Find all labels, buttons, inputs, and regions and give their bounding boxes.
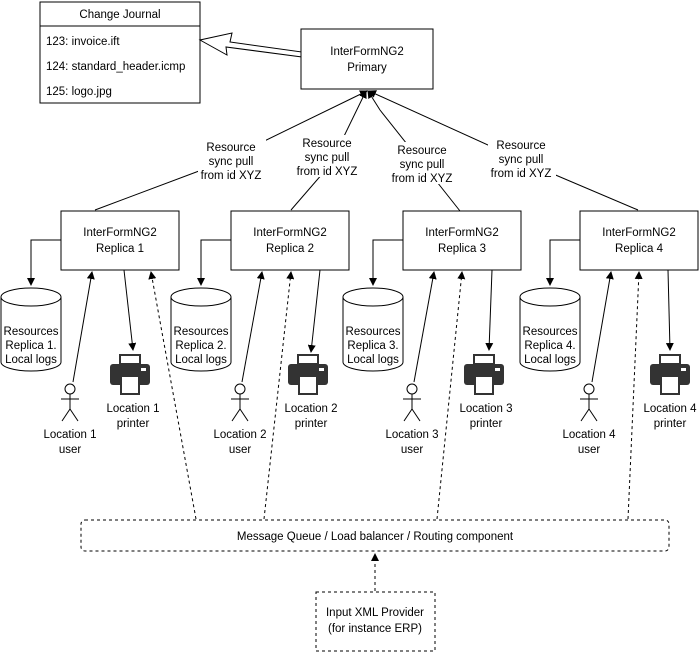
database-label: Resources	[523, 326, 578, 338]
sync-label-text: from id XYZ	[297, 166, 358, 178]
database-label: Resources	[174, 326, 229, 338]
sync-label-3: Resource sync pull from id XYZ	[388, 142, 456, 185]
replica-group-3: InterFormNG2 Replica 3	[402, 210, 522, 271]
printer-label: printer	[295, 418, 328, 430]
user-label: Location 4	[562, 429, 616, 441]
user-icon	[580, 383, 598, 422]
user-label: Location 3	[385, 429, 438, 441]
user-icon	[231, 383, 249, 422]
sync-label-text: sync pull	[305, 152, 350, 164]
replica-title: InterFormNG2	[83, 227, 157, 239]
printer-label: Location 4	[643, 403, 697, 415]
sync-label-text: Resource	[397, 145, 446, 157]
database-1: Resources Replica 1. Local logs	[0, 287, 62, 372]
sync-label-text: sync pull	[499, 154, 544, 166]
database-label: Local logs	[5, 354, 57, 366]
primary-node: InterFormNG2 Primary	[300, 28, 434, 90]
sync-pull-lines	[94, 90, 639, 212]
provider-subtitle: (for instance ERP)	[328, 623, 422, 635]
user-label: user	[401, 444, 424, 456]
sync-label-2: Resource sync pull from id XYZ	[294, 135, 362, 178]
user-replica-connectors	[72, 271, 614, 383]
printer-label: printer	[117, 418, 150, 430]
printer-label: printer	[470, 418, 503, 430]
database-label: Resources	[346, 326, 401, 338]
user-icon	[61, 383, 79, 422]
replica-title: InterFormNG2	[253, 227, 327, 239]
printer-icon	[110, 354, 150, 395]
primary-subtitle: Primary	[347, 62, 387, 74]
replica-subtitle: Replica 1	[96, 243, 144, 255]
database-label: Local logs	[175, 354, 227, 366]
journal-write-arrow	[198, 32, 303, 58]
replica-title: InterFormNG2	[602, 227, 676, 239]
replica-db-connectors	[27, 239, 580, 286]
database-2: Resources Replica 2. Local logs	[170, 287, 232, 372]
replica-group-4: InterFormNG2 Replica 4	[579, 210, 699, 271]
user-label: Location 1	[43, 429, 96, 441]
replica-node	[230, 210, 350, 271]
database-label: Local logs	[347, 354, 399, 366]
printer-label: Location 2	[284, 403, 337, 415]
replica-group-1: InterFormNG2 Replica 1	[60, 210, 180, 271]
sync-label-4: Resource sync pull from id XYZ	[488, 137, 556, 180]
database-label: Replica 2.	[175, 340, 226, 352]
user-label: user	[578, 444, 601, 456]
provider-title: Input XML Provider	[326, 607, 424, 619]
replica-node	[579, 210, 699, 271]
printer-label: Location 1	[106, 403, 159, 415]
change-journal-title: Change Journal	[79, 9, 160, 21]
printer-label: printer	[654, 418, 687, 430]
database-4: Resources Replica 4. Local logs	[519, 287, 581, 372]
primary-title: InterFormNG2	[330, 46, 404, 58]
message-queue: Message Queue / Load balancer / Routing …	[80, 519, 670, 552]
sync-label-text: Resource	[302, 138, 351, 150]
sync-label-text: sync pull	[400, 159, 445, 171]
user-label: user	[59, 444, 82, 456]
replica-title: InterFormNG2	[425, 227, 499, 239]
queue-routing-lines	[148, 271, 643, 520]
user-label: user	[229, 444, 252, 456]
sync-label-text: from id XYZ	[491, 168, 552, 180]
database-label: Replica 1.	[5, 340, 56, 352]
database-label: Resources	[4, 326, 59, 338]
sync-label-text: from id XYZ	[201, 170, 262, 182]
sync-label-text: sync pull	[209, 156, 254, 168]
database-label: Replica 3.	[347, 340, 398, 352]
user-icon	[403, 383, 421, 422]
replica-node	[60, 210, 180, 271]
printer-icon	[288, 354, 328, 395]
database-3: Resources Replica 3. Local logs	[342, 287, 404, 372]
sync-label-text: Resource	[496, 140, 545, 152]
replica-node	[402, 210, 522, 271]
replica-subtitle: Replica 4	[615, 243, 664, 255]
input-xml-provider: Input XML Provider (for instance ERP)	[315, 591, 436, 652]
journal-entry: 124: standard_header.icmp	[46, 61, 185, 73]
replica-subtitle: Replica 2	[266, 243, 314, 255]
sync-label-1: Resource sync pull from id XYZ	[198, 138, 266, 182]
journal-entry: 123: invoice.ift	[46, 36, 120, 48]
journal-entry: 125: logo.jpg	[46, 86, 112, 98]
replica-group-2: InterFormNG2 Replica 2	[230, 210, 350, 271]
printer-icon	[650, 354, 690, 395]
replica-subtitle: Replica 3	[438, 243, 486, 255]
printer-label: Location 3	[459, 403, 512, 415]
replica-printer-connectors	[123, 269, 674, 353]
database-label: Replica 4.	[524, 340, 575, 352]
user-label: Location 2	[213, 429, 266, 441]
message-queue-label: Message Queue / Load balancer / Routing …	[237, 531, 514, 543]
sync-label-text: from id XYZ	[392, 173, 453, 185]
change-journal: Change Journal 123: invoice.ift 124: sta…	[39, 1, 201, 104]
database-label: Local logs	[524, 354, 576, 366]
printer-icon	[464, 354, 504, 395]
sync-label-text: Resource	[206, 142, 255, 154]
